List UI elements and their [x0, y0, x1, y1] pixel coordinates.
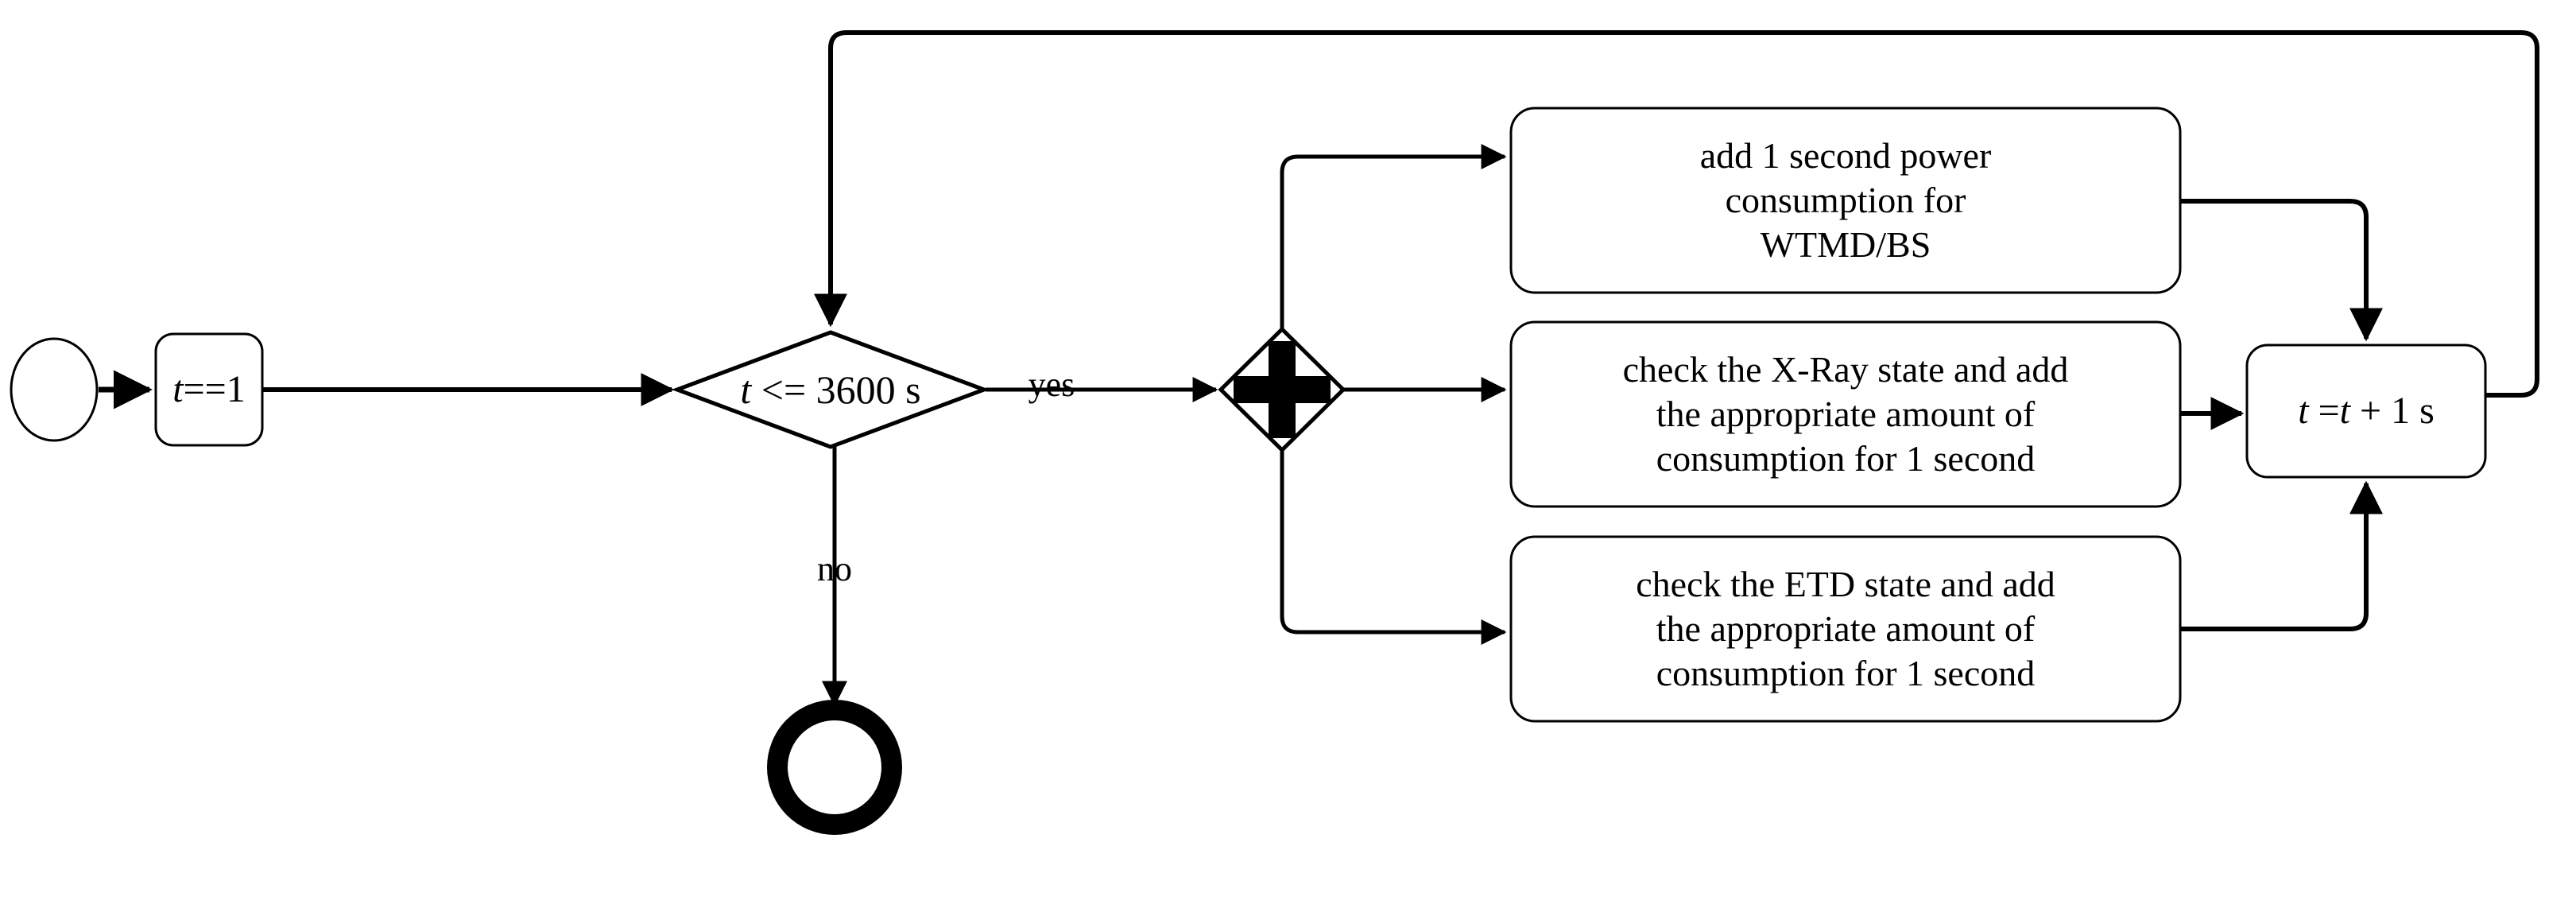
task-etd-box[interactable]	[1509, 535, 2182, 723]
decision-diamond[interactable]	[671, 330, 990, 449]
end-event[interactable]	[767, 700, 902, 835]
task-xray-box[interactable]	[1509, 320, 2182, 508]
plus-icon	[1234, 341, 1331, 438]
edge-label-no: no	[817, 549, 852, 588]
start-event[interactable]	[10, 337, 99, 442]
edge-gateway-to-etd	[1280, 450, 1507, 646]
edge-label-yes: yes	[1028, 365, 1075, 404]
edge-increment-loopback	[814, 30, 2539, 398]
edge-gateway-to-wtmd	[1280, 143, 1507, 329]
increment-task-box[interactable]	[2245, 344, 2487, 479]
init-task-box[interactable]	[154, 332, 264, 447]
edge-etd-to-increment	[2180, 480, 2383, 631]
edge-wtmd-to-increment	[2180, 199, 2383, 342]
task-wtmd-box[interactable]	[1509, 107, 2182, 294]
